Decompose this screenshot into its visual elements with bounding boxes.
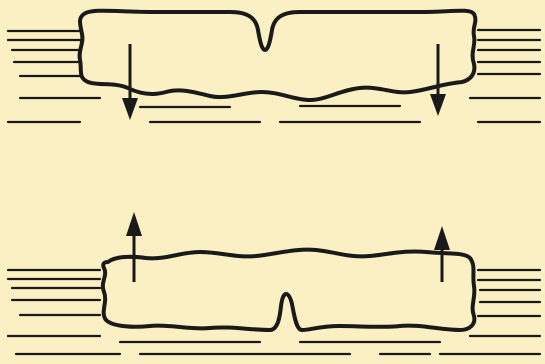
bottom-panel <box>8 212 540 354</box>
top-water-lines-right <box>470 30 540 122</box>
top-water-lines-under <box>140 106 420 122</box>
bottom-water-lines-under <box>120 342 440 354</box>
bottom-ice-floe <box>103 250 475 330</box>
top-ice-floe <box>80 11 476 100</box>
top-panel <box>8 11 540 122</box>
